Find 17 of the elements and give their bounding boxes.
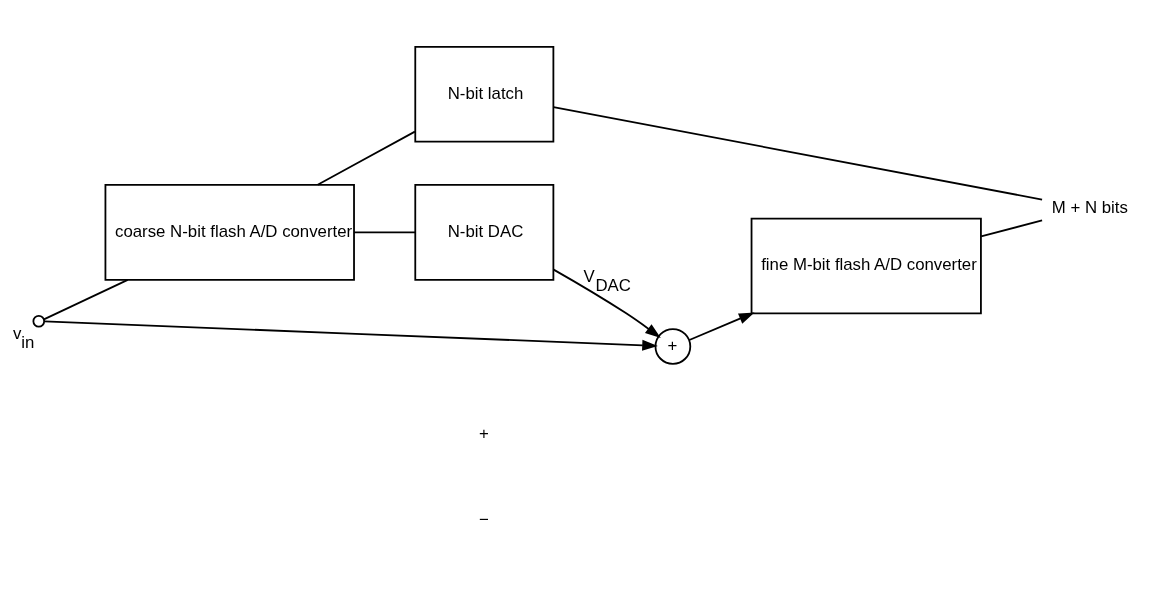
- node-box: fine M-bit flash A/D converter: [750, 217, 982, 315]
- node-circle: [32, 314, 46, 328]
- label: +: [478, 423, 489, 443]
- arrow: [688, 312, 755, 341]
- node-circle: +: [654, 328, 692, 365]
- connector: [43, 278, 129, 321]
- connector: [353, 231, 416, 234]
- node-text: M + N bits: [1051, 197, 1128, 217]
- connector: [552, 106, 1043, 201]
- label: −: [478, 510, 489, 530]
- node-box: N-bit DAC: [414, 184, 555, 281]
- arrow: [43, 320, 658, 351]
- node-box: coarse N-bit flash A/D converter: [104, 184, 355, 281]
- connector: [980, 219, 1043, 238]
- connector: [316, 130, 416, 186]
- node-box: N-bit latch: [414, 45, 555, 143]
- arrow: [552, 268, 661, 338]
